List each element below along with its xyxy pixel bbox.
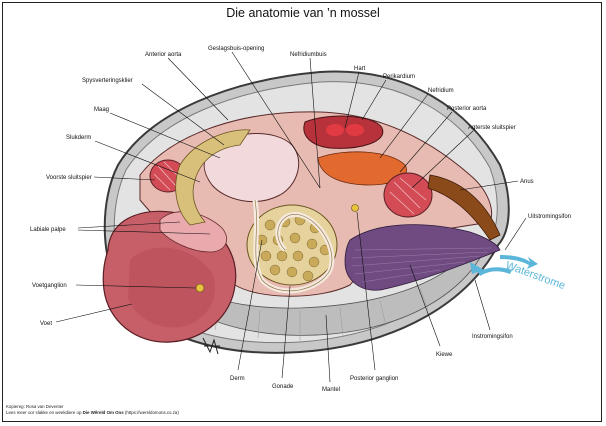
label-posterior-aorta: Posterior aorta xyxy=(447,106,487,112)
label-voetganglion: Voetganglion xyxy=(32,283,67,289)
label-slukderm: Slukderm xyxy=(66,135,91,141)
leader-lines xyxy=(55,51,527,383)
label-mantel: Mantel xyxy=(322,387,340,393)
gill-lines xyxy=(351,247,493,283)
label-posterior-ganglion: Posterior ganglion xyxy=(350,376,398,382)
label-derm: Derm xyxy=(230,376,245,382)
diagram-title: Die anatomie van ’n mossel xyxy=(226,6,380,20)
label-geslagsbuis-opening: Geslagsbuis-opening xyxy=(208,46,264,52)
credit-site-link[interactable]: (https://wereldomons.co.za) xyxy=(124,410,179,415)
credit-prefix: Lees meer oor slakke en weekdiere op xyxy=(6,410,82,415)
stomach xyxy=(203,133,300,203)
label-labiale-palpe: Labiale palpe xyxy=(30,227,66,233)
posterior-ganglion xyxy=(351,204,359,212)
label-uitstromingsifon: Uitstromingsifon xyxy=(528,214,571,220)
label-anus: Anus xyxy=(520,179,534,185)
water-currents xyxy=(470,255,538,276)
label-perikardium: Perikardium xyxy=(383,74,415,80)
label-agterste-sluitspier: Agterste sluitspier xyxy=(468,125,516,131)
credit-site-name: Die Wêreld Om Ons xyxy=(82,410,124,415)
gills xyxy=(344,224,501,291)
label-voet: Voet xyxy=(40,321,52,327)
label-maag: Maag xyxy=(94,107,109,113)
pedal-ganglion xyxy=(195,283,205,293)
credit-block: Kopiereg: Rosa van Deventer Lees meer oo… xyxy=(6,404,179,416)
page-frame xyxy=(2,2,602,422)
credit-copyright: Kopiereg: Rosa van Deventer xyxy=(6,404,64,409)
signature-mark xyxy=(202,337,220,355)
label-nefridiumbuis: Nefridiumbuis xyxy=(290,52,327,58)
label-gonade: Gonade xyxy=(272,384,294,390)
rectum xyxy=(427,174,501,241)
heart-2 xyxy=(346,124,364,136)
label-instromingsifon: Instromingsifon xyxy=(472,334,513,340)
credit-more-info: Lees meer oor slakke en weekdiere op Die… xyxy=(6,410,179,416)
label-voorste-sluitspier: Voorste sluitspier xyxy=(46,175,92,181)
posterior-adductor-muscle xyxy=(383,172,433,218)
label-spysverteringsklier: Spysverteringsklier xyxy=(82,78,133,84)
heart xyxy=(326,124,344,136)
label-anterior-aorta: Anterior aorta xyxy=(145,52,182,58)
label-nefridium: Nefridium xyxy=(428,88,454,94)
label-kiewe: Kiewe xyxy=(436,352,453,358)
label-hart: Hart xyxy=(354,66,366,72)
